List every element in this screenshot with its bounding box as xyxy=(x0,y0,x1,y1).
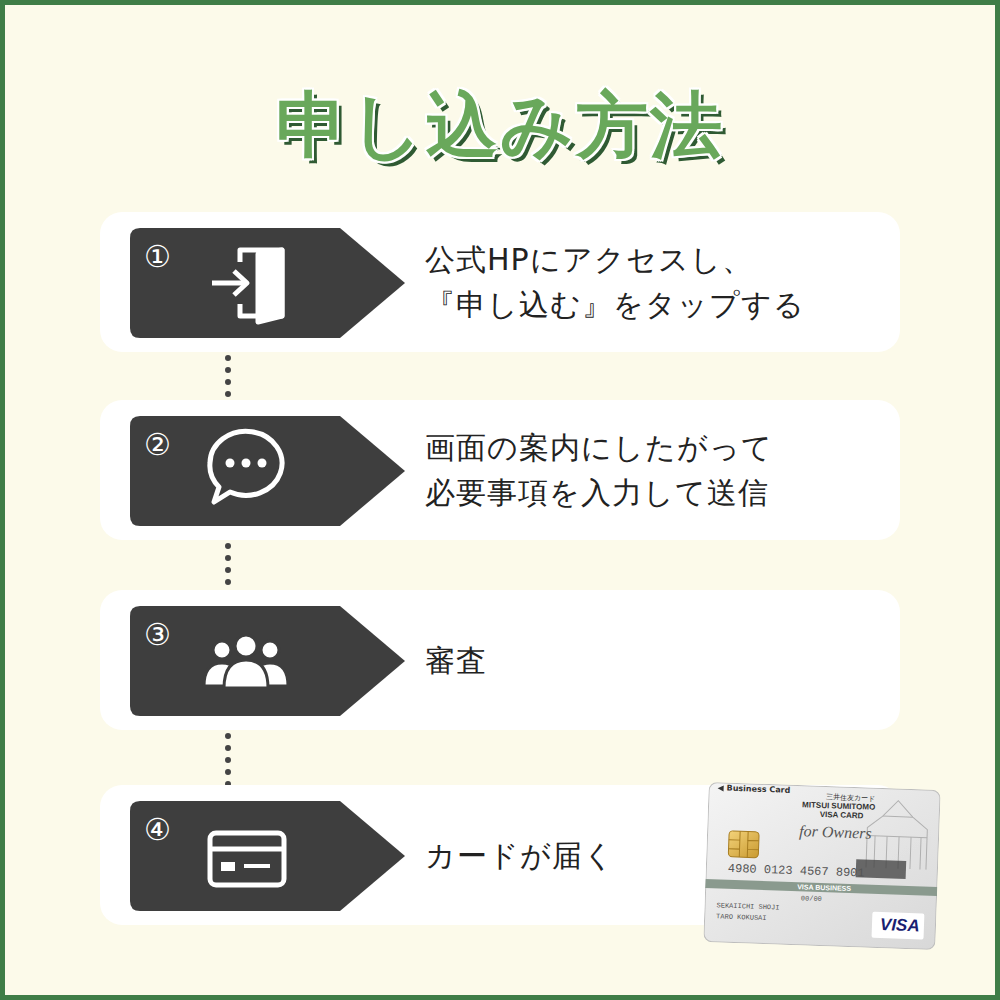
door-icon xyxy=(212,250,282,322)
step-panel: 審査 ③ xyxy=(100,590,900,730)
people-icon xyxy=(204,635,288,688)
step-number: ③ xyxy=(144,620,171,650)
title: 申し込み方法 xyxy=(0,78,1000,174)
card-text: VISA CARD xyxy=(820,811,864,821)
step-panel: 公式HPにアクセスし、 『申し込む』をタップする ① xyxy=(100,212,900,352)
step-number: ④ xyxy=(144,815,171,845)
card-text: 00/00 xyxy=(801,895,822,903)
step-panel: 画面の案内にしたがって 必要事項を入力して送信 ② xyxy=(100,400,900,540)
step-number: ① xyxy=(144,242,171,272)
tag-outline xyxy=(130,801,405,911)
tag-shape xyxy=(130,801,405,911)
chat-icon xyxy=(210,431,282,502)
step-tag: ④ xyxy=(130,801,405,911)
step-tag: ① xyxy=(130,228,405,338)
tag-outline xyxy=(130,606,405,716)
step-number: ② xyxy=(144,430,171,460)
tag-shape xyxy=(130,606,405,716)
step-text: 公式HPにアクセスし、 『申し込む』をタップする xyxy=(425,237,885,327)
card-text: for Owners xyxy=(799,823,872,842)
dotted-connector xyxy=(225,724,231,793)
step-text: 画面の案内にしたがって 必要事項を入力して送信 xyxy=(425,425,885,515)
card-text: VISA xyxy=(880,916,920,934)
card-picture: Business Card三井住友カードMITSUI SUMITOMOVISA … xyxy=(703,782,940,950)
card-icon xyxy=(210,833,284,885)
step-text: 審査 xyxy=(425,638,885,683)
dotted-connector xyxy=(225,346,231,408)
tag-shape xyxy=(130,416,405,526)
tag-shape xyxy=(130,228,405,338)
dotted-connector xyxy=(225,534,231,598)
step-tag: ② xyxy=(130,416,405,526)
step-tag: ③ xyxy=(130,606,405,716)
tag-outline xyxy=(130,228,405,338)
tag-outline xyxy=(130,416,405,526)
